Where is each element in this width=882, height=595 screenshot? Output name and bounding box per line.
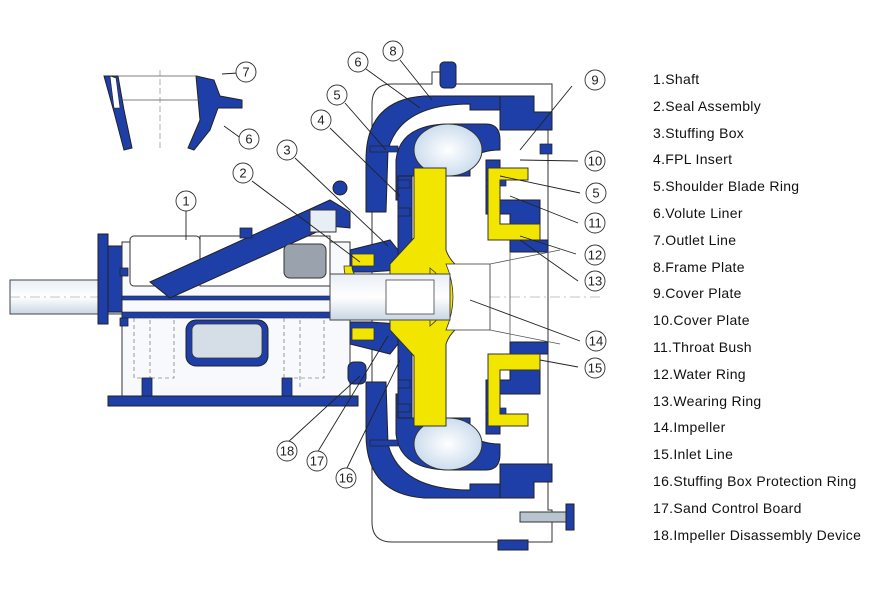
- legend-item: 17.Sand Control Board: [653, 499, 802, 516]
- shaft-sleeve: [329, 249, 561, 345]
- svg-text:8: 8: [389, 44, 396, 59]
- callout-2: 2: [232, 162, 254, 184]
- svg-text:16: 16: [339, 471, 353, 486]
- callout-18: 18: [276, 440, 298, 462]
- svg-text:6: 6: [245, 132, 252, 147]
- svg-text:3: 3: [283, 143, 290, 158]
- svg-text:14: 14: [589, 334, 603, 349]
- svg-text:15: 15: [588, 361, 602, 376]
- svg-text:5: 5: [592, 186, 599, 201]
- svg-text:6: 6: [354, 55, 361, 70]
- callout-11: 11: [584, 212, 606, 234]
- callout-17: 17: [306, 450, 328, 472]
- legend-item: 4.FPL Insert: [653, 151, 733, 168]
- callout-9: 9: [584, 69, 606, 91]
- callout-14: 14: [585, 330, 607, 352]
- legend-item: 3.Stuffing Box: [653, 124, 745, 141]
- callout-16: 16: [335, 467, 357, 489]
- svg-text:11: 11: [588, 216, 602, 231]
- svg-text:4: 4: [317, 113, 324, 128]
- svg-text:7: 7: [242, 65, 249, 80]
- legend-item: 9.Cover Plate: [653, 285, 742, 302]
- callout-8: 8: [382, 40, 404, 62]
- callout-6-detail: 6: [238, 128, 260, 150]
- svg-text:12: 12: [588, 248, 602, 263]
- callout-15: 15: [584, 357, 606, 379]
- callout-12: 12: [584, 244, 606, 266]
- svg-text:9: 9: [591, 73, 598, 88]
- callout-6: 6: [347, 51, 369, 73]
- callout-1: 1: [175, 190, 197, 212]
- outlet-detail-view: [103, 70, 243, 151]
- legend-item: 7.Outlet Line: [653, 231, 737, 248]
- legend-item: 15.Inlet Line: [653, 446, 734, 463]
- callout-3: 3: [276, 139, 298, 161]
- legend-item: 14.Impeller: [653, 419, 726, 436]
- svg-text:2: 2: [239, 166, 246, 181]
- svg-text:18: 18: [280, 444, 294, 459]
- svg-text:10: 10: [588, 154, 602, 169]
- parts-legend: 1.Shaft 2.Seal Assembly 3.Stuffing Box 4…: [653, 66, 861, 548]
- leader-lines: [185, 59, 581, 471]
- legend-item: 11.Throat Bush: [653, 338, 752, 355]
- legend-item: 16.Stuffing Box Protection Ring: [653, 472, 857, 489]
- legend-item: 8.Frame Plate: [653, 258, 745, 275]
- callout-7: 7: [235, 61, 257, 83]
- callout-10: 10: [584, 150, 606, 172]
- svg-text:5: 5: [333, 88, 340, 103]
- callout-13: 13: [584, 270, 606, 292]
- svg-text:13: 13: [588, 274, 602, 289]
- legend-item: 18.Impeller Disassembly Device: [653, 526, 862, 543]
- legend-item: 1.Shaft: [653, 71, 700, 87]
- legend-item: 5.Shoulder Blade Ring: [653, 178, 800, 195]
- callout-5-right: 5: [585, 182, 607, 204]
- callouts: 1 2 3 4 5 6 6 7 8 9 10 5 11 12 13 14 15 …: [175, 40, 607, 489]
- bearing-frame: [97, 180, 359, 407]
- callout-4: 4: [310, 109, 332, 131]
- legend-item: 10.Cover Plate: [653, 312, 750, 329]
- svg-text:17: 17: [310, 454, 324, 469]
- svg-text:1: 1: [182, 194, 189, 209]
- callout-5-upper: 5: [326, 84, 348, 106]
- legend-item: 13.Wearing Ring: [653, 392, 762, 409]
- legend-item: 12.Water Ring: [653, 365, 746, 382]
- legend-item: 2.Seal Assembly: [653, 97, 761, 114]
- legend-item: 6.Volute Liner: [653, 204, 743, 221]
